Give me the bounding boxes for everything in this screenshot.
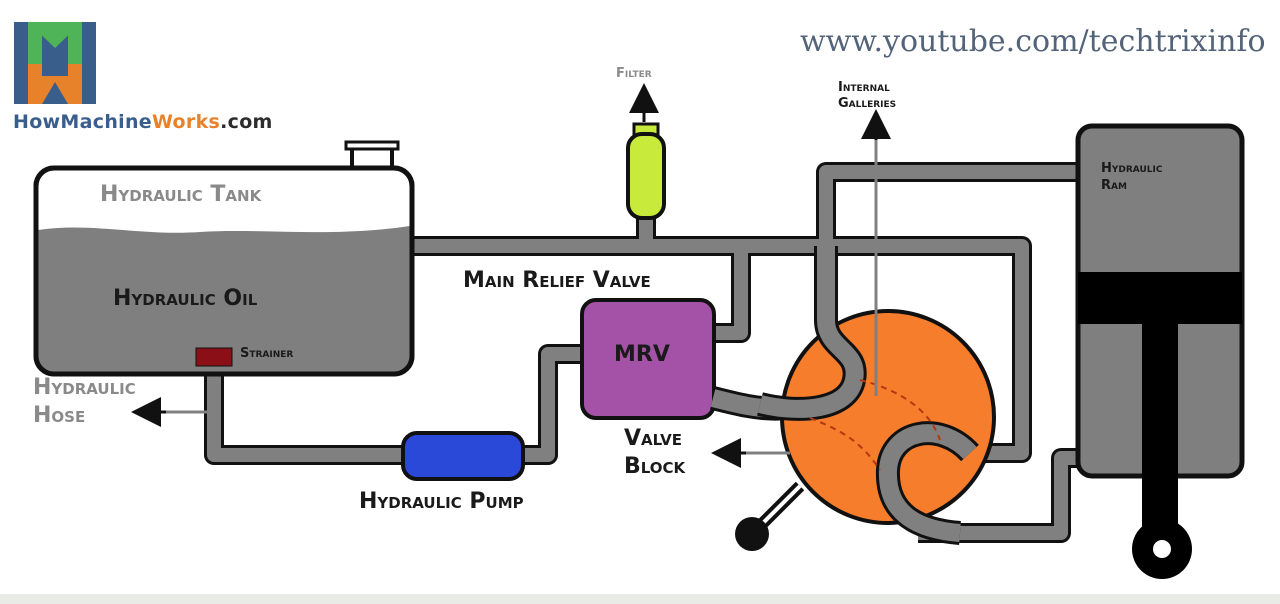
brand-part-works: Works [151, 111, 221, 133]
brand-name: HowMachineWorks.com [13, 111, 273, 133]
filter [626, 122, 666, 220]
label-filter: Filter [616, 66, 652, 81]
youtube-url: www.youtube.com/techtrixinfo [800, 24, 1266, 59]
label-mrv: MRV [614, 342, 670, 367]
main-relief-valve [580, 298, 716, 420]
label-valve-block-1: Valve [624, 426, 682, 451]
valve-lever-knob [735, 517, 769, 551]
label-hydraulic-ram-2: Ram [1101, 178, 1127, 193]
label-hydraulic-oil: Hydraulic Oil [113, 286, 258, 311]
pipe-network [204, 162, 1078, 543]
hydraulic-oil-fill [38, 226, 410, 372]
valve-block [735, 246, 996, 551]
ram-rod [1142, 324, 1178, 540]
bottom-strip [0, 594, 1280, 604]
label-valve-block-2: Block [624, 454, 686, 479]
hydraulic-pump [401, 431, 525, 481]
label-internal-galleries-1: Internal [838, 80, 890, 95]
howmachineworks-logo [14, 22, 96, 104]
brand-part-how: How [13, 111, 61, 133]
label-hydraulic-ram-1: Hydraulic [1101, 161, 1163, 176]
label-hydraulic-pump: Hydraulic Pump [359, 489, 524, 514]
label-hydraulic-hose-2: Hose [33, 403, 86, 428]
label-hydraulic-tank: Hydraulic Tank [100, 182, 262, 207]
label-internal-galleries-2: Galleries [838, 96, 897, 111]
brand-part-com: .com [220, 111, 273, 133]
hydraulic-tank [33, 140, 415, 377]
hydraulic-ram [1075, 123, 1245, 579]
strainer [195, 347, 233, 367]
ram-piston [1078, 272, 1242, 324]
label-hydraulic-hose-1: Hydraulic [33, 375, 136, 400]
label-strainer: Strainer [240, 346, 294, 361]
brand-part-machine: Machine [60, 111, 152, 133]
label-main-relief-valve: Main Relief Valve [463, 268, 651, 293]
